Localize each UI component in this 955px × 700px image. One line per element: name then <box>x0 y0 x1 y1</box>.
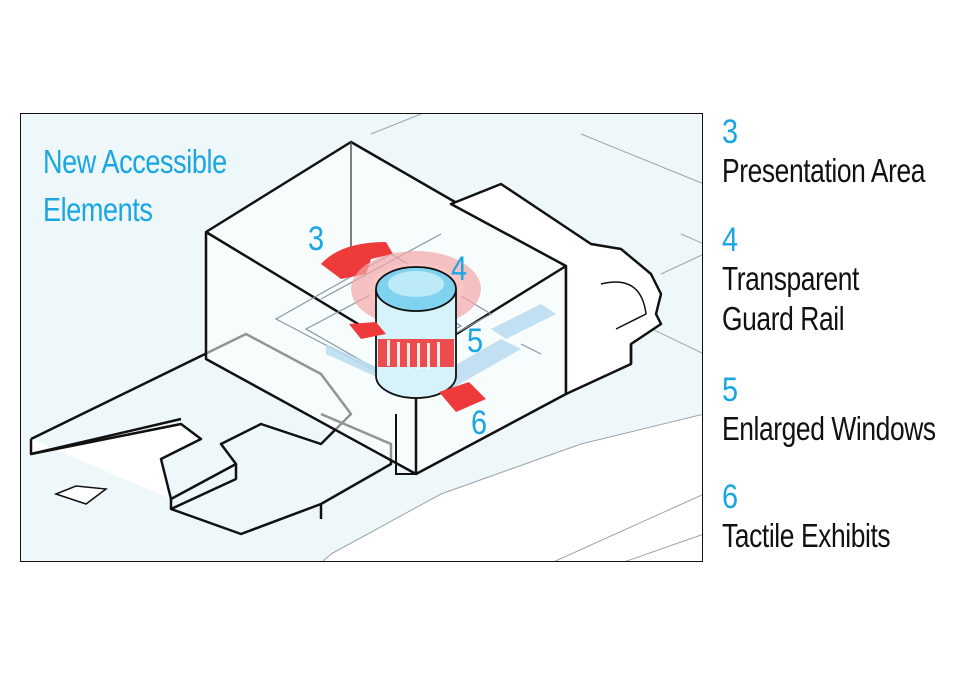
guard-rail-stripes <box>378 339 454 367</box>
callout-6: 6 <box>471 404 488 442</box>
diagram-heading: New Accessible Elements <box>43 138 227 234</box>
presentation-area-marker <box>321 242 393 279</box>
legend-number: 6 <box>722 478 739 516</box>
heading-line-1: New Accessible <box>43 143 227 180</box>
guard-rail-cylinder <box>351 251 481 399</box>
legend-number: 3 <box>722 113 739 151</box>
legend-label: Guard Rail <box>722 300 845 337</box>
legend-label: Presentation Area <box>722 152 926 189</box>
legend-item-guard-rail: 4 Transparent Guard Rail <box>722 221 893 339</box>
building-drawing <box>29 114 702 561</box>
callout-5: 5 <box>467 322 484 360</box>
legend-item-enlarged-windows: 5 Enlarged Windows <box>722 371 955 449</box>
tactile-exhibits-marker <box>439 382 486 412</box>
legend-item-presentation-area: 3 Presentation Area <box>722 113 955 191</box>
legend-label: Transparent <box>722 260 859 297</box>
callout-3: 3 <box>308 220 325 258</box>
legend-number: 5 <box>722 371 739 409</box>
left-wing-slab <box>29 332 393 536</box>
enlarged-windows-marker <box>349 322 386 339</box>
heading-line-2: Elements <box>43 191 153 228</box>
legend-number: 4 <box>722 221 739 259</box>
small-platform <box>53 485 108 505</box>
right-annex <box>449 182 663 396</box>
legend-item-tactile-exhibits: 6 Tactile Exhibits <box>722 478 932 556</box>
axonometric-diagram: New Accessible Elements 3 4 5 6 <box>20 113 703 562</box>
legend-label: Enlarged Windows <box>722 410 936 447</box>
legend-label: Tactile Exhibits <box>722 517 891 554</box>
callout-4: 4 <box>451 250 468 288</box>
